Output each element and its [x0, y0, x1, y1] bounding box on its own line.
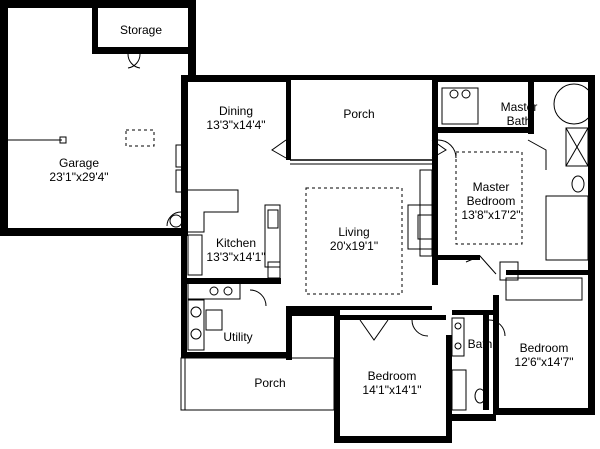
master-bedroom-label-2: Bedroom — [467, 194, 516, 208]
porch-front-label: Porch — [343, 107, 374, 121]
bedroom3-label: Bedroom — [520, 341, 569, 355]
master-bath-label: Master — [501, 100, 538, 114]
bedroom2-label: Bedroom — [368, 369, 417, 383]
storage-door-swing — [127, 53, 141, 69]
bedroom3-door — [488, 319, 506, 337]
living-builtin — [419, 169, 433, 257]
master-bath-fixtures — [441, 83, 595, 261]
dining-label: Dining — [219, 104, 253, 118]
living-label: Living — [338, 225, 369, 239]
dining-window-2 — [175, 169, 183, 193]
kitchen-label: Kitchen — [216, 236, 256, 250]
kitchen-size: 13'3"x14'1" — [206, 250, 265, 264]
bedroom3-size: 12'6"x14'7" — [514, 355, 573, 369]
utility-label: Utility — [223, 330, 252, 344]
porch-front-steps — [271, 139, 447, 159]
bedroom3-closet — [505, 277, 583, 301]
dining-window — [175, 144, 183, 168]
master-bath-label-2: Bath — [507, 114, 532, 128]
bedroom2-closet-doors — [359, 319, 389, 341]
dining-size: 13'3"x14'4" — [206, 118, 265, 132]
garage-walls — [0, 0, 196, 236]
interior-walls — [181, 82, 594, 410]
living-ceiling-outline — [305, 187, 403, 295]
storage-label: Storage — [120, 23, 162, 37]
living-size: 20'x19'1" — [330, 239, 378, 253]
bath-label: Bath — [468, 337, 493, 351]
porch-rear-outline — [180, 357, 335, 411]
master-closet-angle — [527, 139, 547, 170]
garage-door-opener — [59, 136, 67, 144]
garage-size: 23'1"x29'4" — [49, 170, 108, 184]
bedroom2-door — [411, 319, 429, 337]
master-bedroom-label: Master — [473, 180, 510, 194]
porch-rear-label: Porch — [254, 376, 285, 390]
master-tray-ceiling — [455, 151, 523, 245]
garage-label: Garage — [59, 156, 99, 170]
kitchen-cabinets — [187, 189, 281, 300]
hall-linen — [465, 255, 519, 281]
bedroom2-size: 14'1"x14'1" — [362, 383, 421, 397]
master-bedroom-size: 13'8"x17'2" — [461, 208, 520, 222]
water-heater — [169, 214, 183, 228]
bath-fixtures — [451, 317, 486, 411]
attic-access — [125, 129, 155, 147]
house-outer-walls — [181, 75, 595, 443]
garage-entry-door — [166, 211, 182, 227]
garage-door — [1, 79, 7, 207]
master-bedroom-door — [437, 139, 457, 159]
utility-fixtures — [187, 289, 267, 351]
